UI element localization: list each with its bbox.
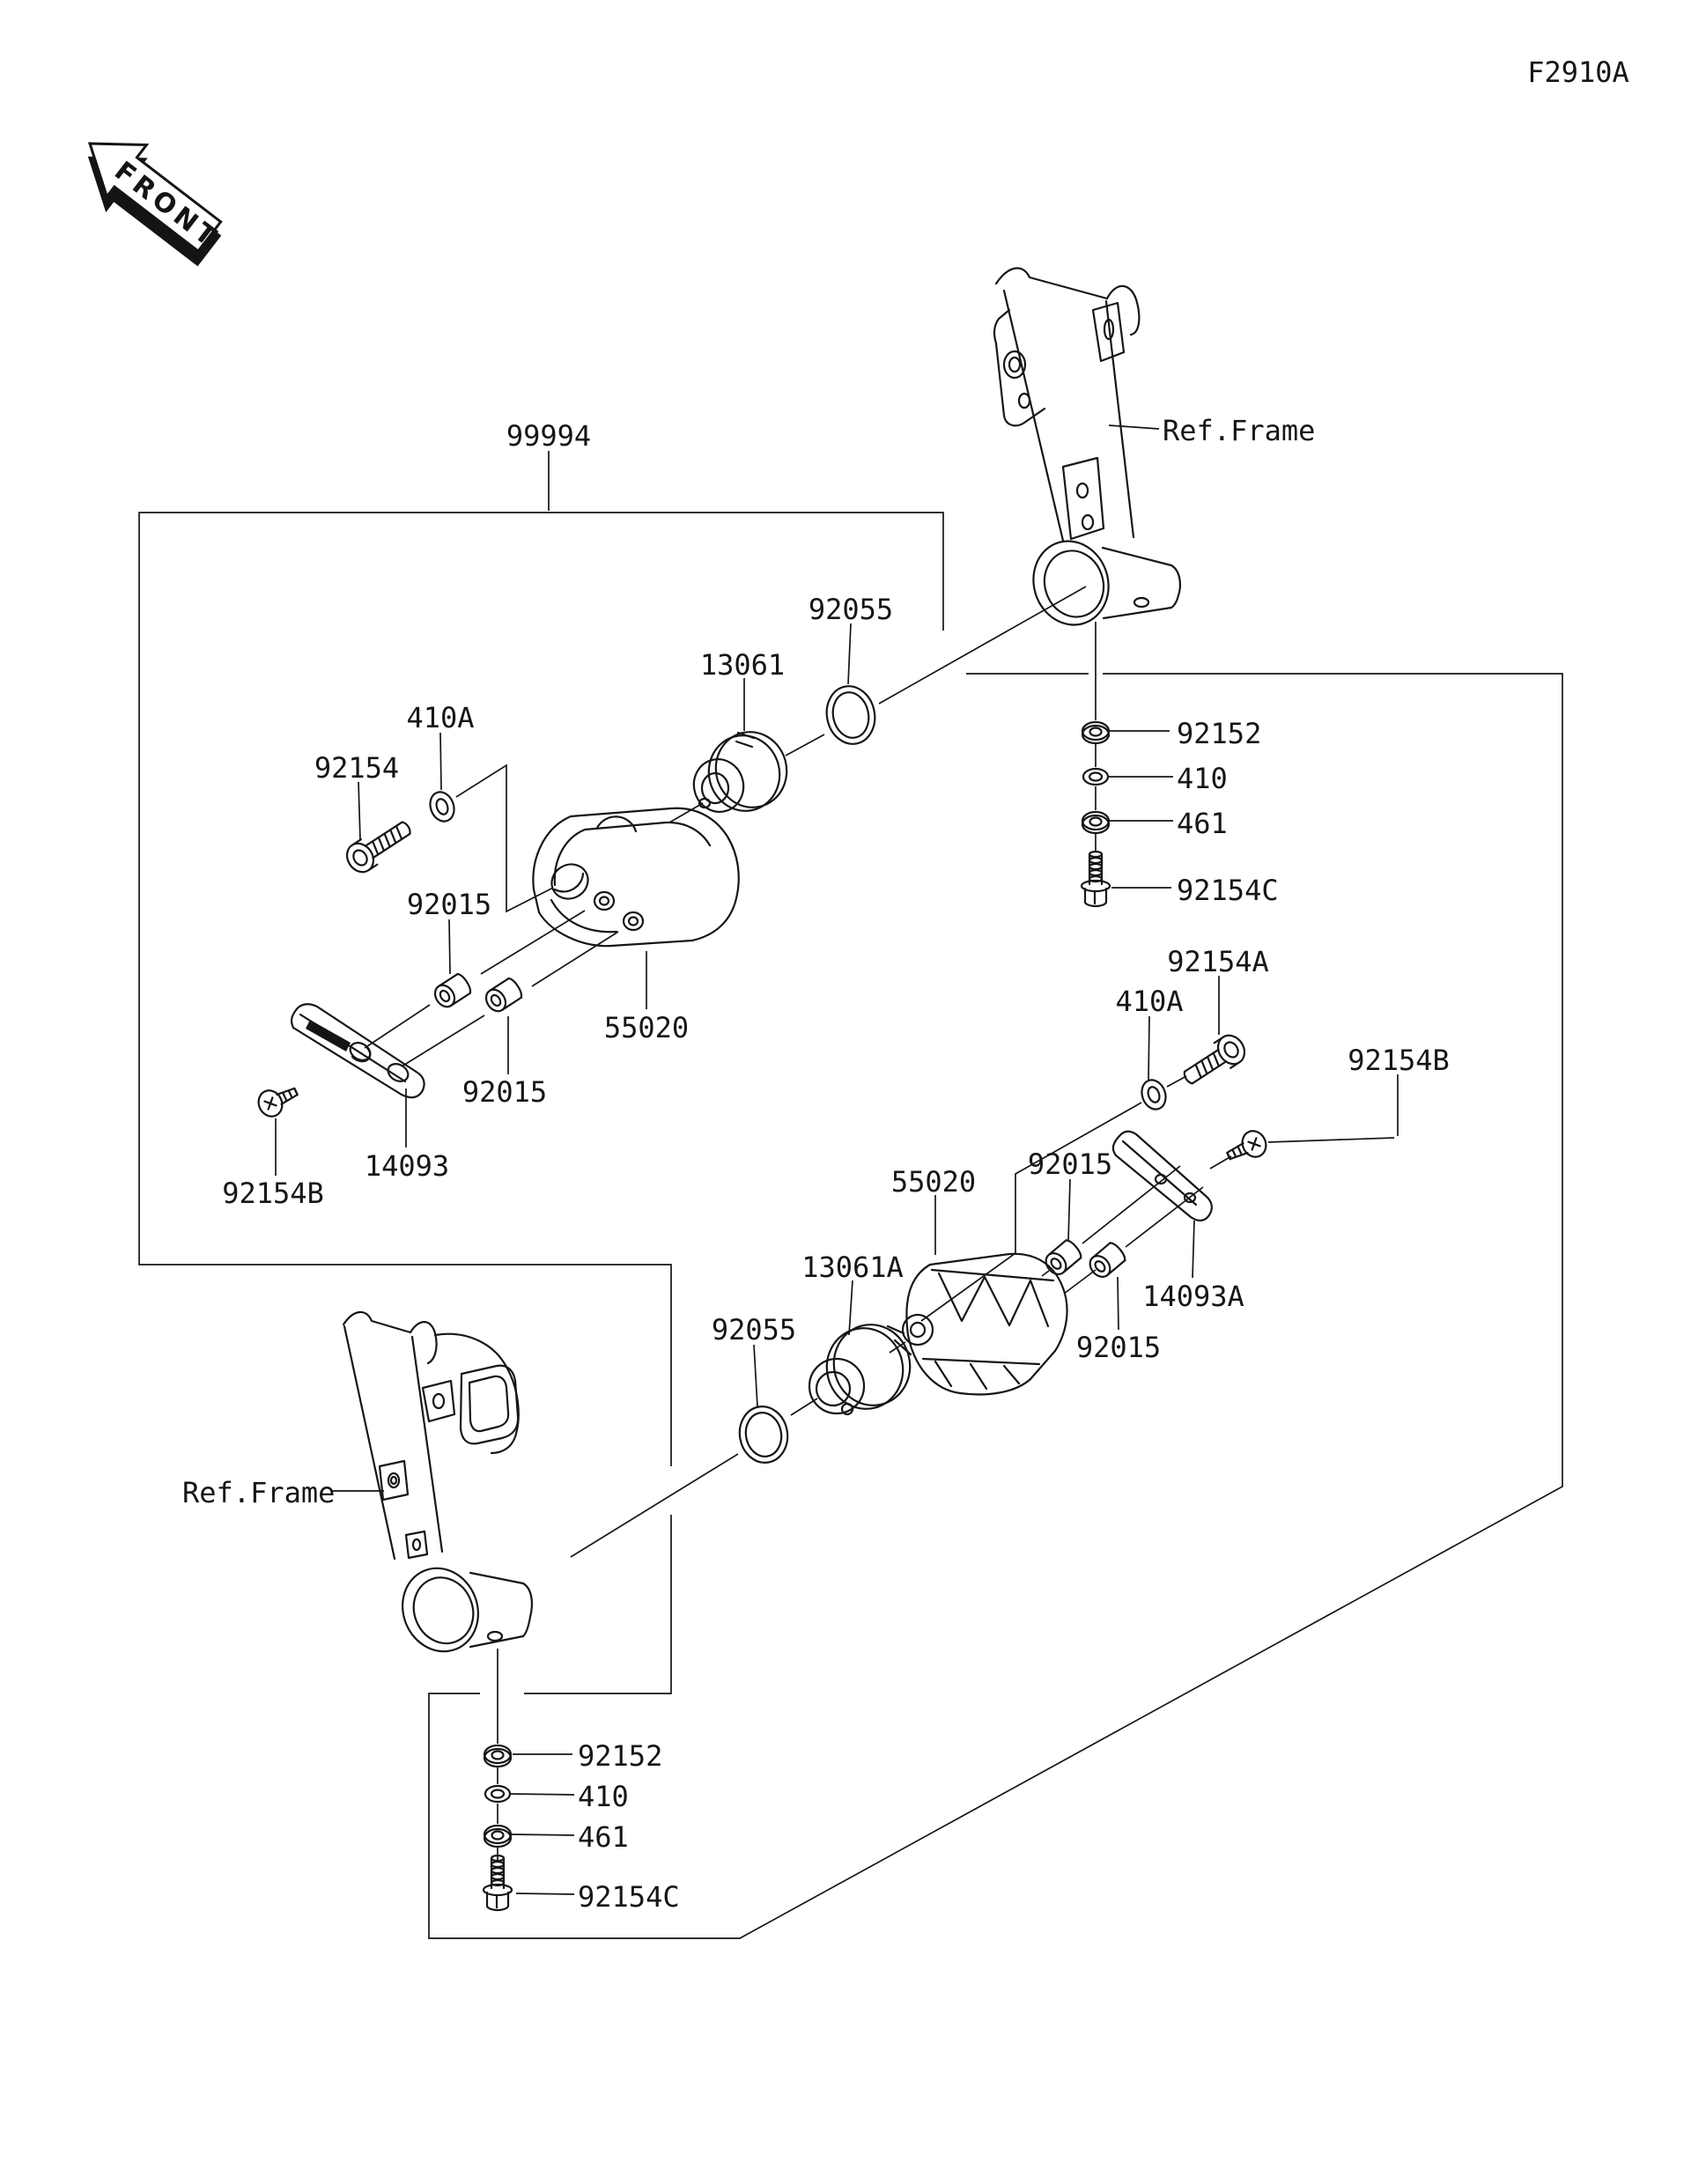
callout-bolt-flange-bottom: 92154C [578, 1880, 680, 1914]
front-arrow-icon: FRONT [69, 115, 233, 277]
part-washer-small-left [429, 791, 455, 823]
callout-bolt-socket-right: 92154A [1167, 945, 1269, 978]
callout-leaders [275, 623, 1399, 1407]
part-screw-flat-left [257, 1087, 299, 1118]
leader-ref-frame-top [1108, 424, 1160, 430]
part-oring-bottom [738, 1406, 789, 1464]
callout-slider-right: 55020 [891, 1165, 976, 1199]
stack-top [1080, 720, 1111, 908]
callout-slider-left: 55020 [604, 1011, 689, 1044]
part-washer-small-right [1141, 1079, 1167, 1110]
callout-oring-bottom: 92055 [712, 1313, 796, 1347]
callout-collar-right-lower: 92015 [1076, 1331, 1161, 1364]
stack-bottom [482, 1744, 513, 1912]
part-washer-plain-top [1082, 767, 1110, 786]
kit-outline [138, 451, 1563, 1939]
callout-kit: 99994 [506, 419, 591, 453]
part-collar-right-lower [1089, 1242, 1126, 1278]
callout-washer-lock-top: 92152 [1177, 717, 1261, 750]
callout-washer-plain-bottom: 410 [578, 1780, 629, 1813]
callout-collar-right-upper: 92015 [1028, 1147, 1112, 1181]
stack-top-leaders [1109, 730, 1173, 889]
part-screw-flat-right [1226, 1130, 1267, 1161]
part-washer-plain-bottom [484, 1784, 512, 1804]
callout-plate-left: 14093 [365, 1149, 449, 1183]
callout-oring-top: 92055 [809, 593, 893, 626]
part-oring-top [825, 685, 876, 745]
callout-washer-plain-top: 410 [1177, 762, 1228, 795]
part-slider-right [901, 1252, 1068, 1396]
part-slider-left [532, 807, 740, 948]
callout-washer-lock-bottom: 92152 [578, 1739, 662, 1773]
assembly-axis-lines [364, 586, 1395, 1744]
callout-screw-flat-right: 92154B [1348, 1044, 1450, 1077]
part-plate-right [1111, 1130, 1213, 1222]
callout-washer-spring-bottom: 461 [578, 1820, 629, 1854]
figure-code: F2910A [1527, 55, 1629, 89]
callout-bolt-socket-left: 92154 [314, 751, 399, 785]
frame-bottom-left [342, 1310, 533, 1653]
callout-washer-small-right: 410A [1115, 985, 1183, 1018]
part-bolt-flange-bottom [482, 1854, 513, 1912]
label-ref-frame-bottom: Ref.Frame [182, 1476, 335, 1509]
callout-bolt-flange-top: 92154C [1177, 874, 1279, 907]
callout-damper-top: 13061 [700, 648, 785, 682]
part-bolt-socket-left [345, 821, 411, 874]
part-washer-spring-top [1081, 810, 1111, 835]
callout-screw-flat-left: 92154B [222, 1177, 324, 1210]
part-collar-left-lower [484, 977, 523, 1013]
part-damper-bottom [808, 1324, 912, 1416]
part-washer-spring-bottom [483, 1824, 513, 1848]
callout-collar-left-lower: 92015 [462, 1075, 547, 1109]
label-ref-frame-top: Ref.Frame [1163, 414, 1315, 447]
part-damper-top [692, 731, 788, 813]
part-plate-left [290, 1003, 425, 1099]
part-washer-lock-bottom [483, 1744, 513, 1768]
callout-collar-left-upper: 92015 [407, 888, 491, 921]
frame-top-right [993, 267, 1181, 626]
callout-washer-spring-top: 461 [1177, 807, 1228, 840]
callout-damper-bottom: 13061A [801, 1251, 904, 1284]
callout-plate-right: 14093A [1142, 1280, 1244, 1313]
part-bolt-socket-right [1183, 1034, 1246, 1085]
stack-bottom-leaders [510, 1753, 575, 1895]
part-washer-lock-top [1081, 720, 1111, 745]
part-collar-left-upper [433, 972, 472, 1008]
part-bolt-flange-top [1080, 850, 1111, 908]
callout-washer-small-left: 410A [406, 701, 474, 734]
